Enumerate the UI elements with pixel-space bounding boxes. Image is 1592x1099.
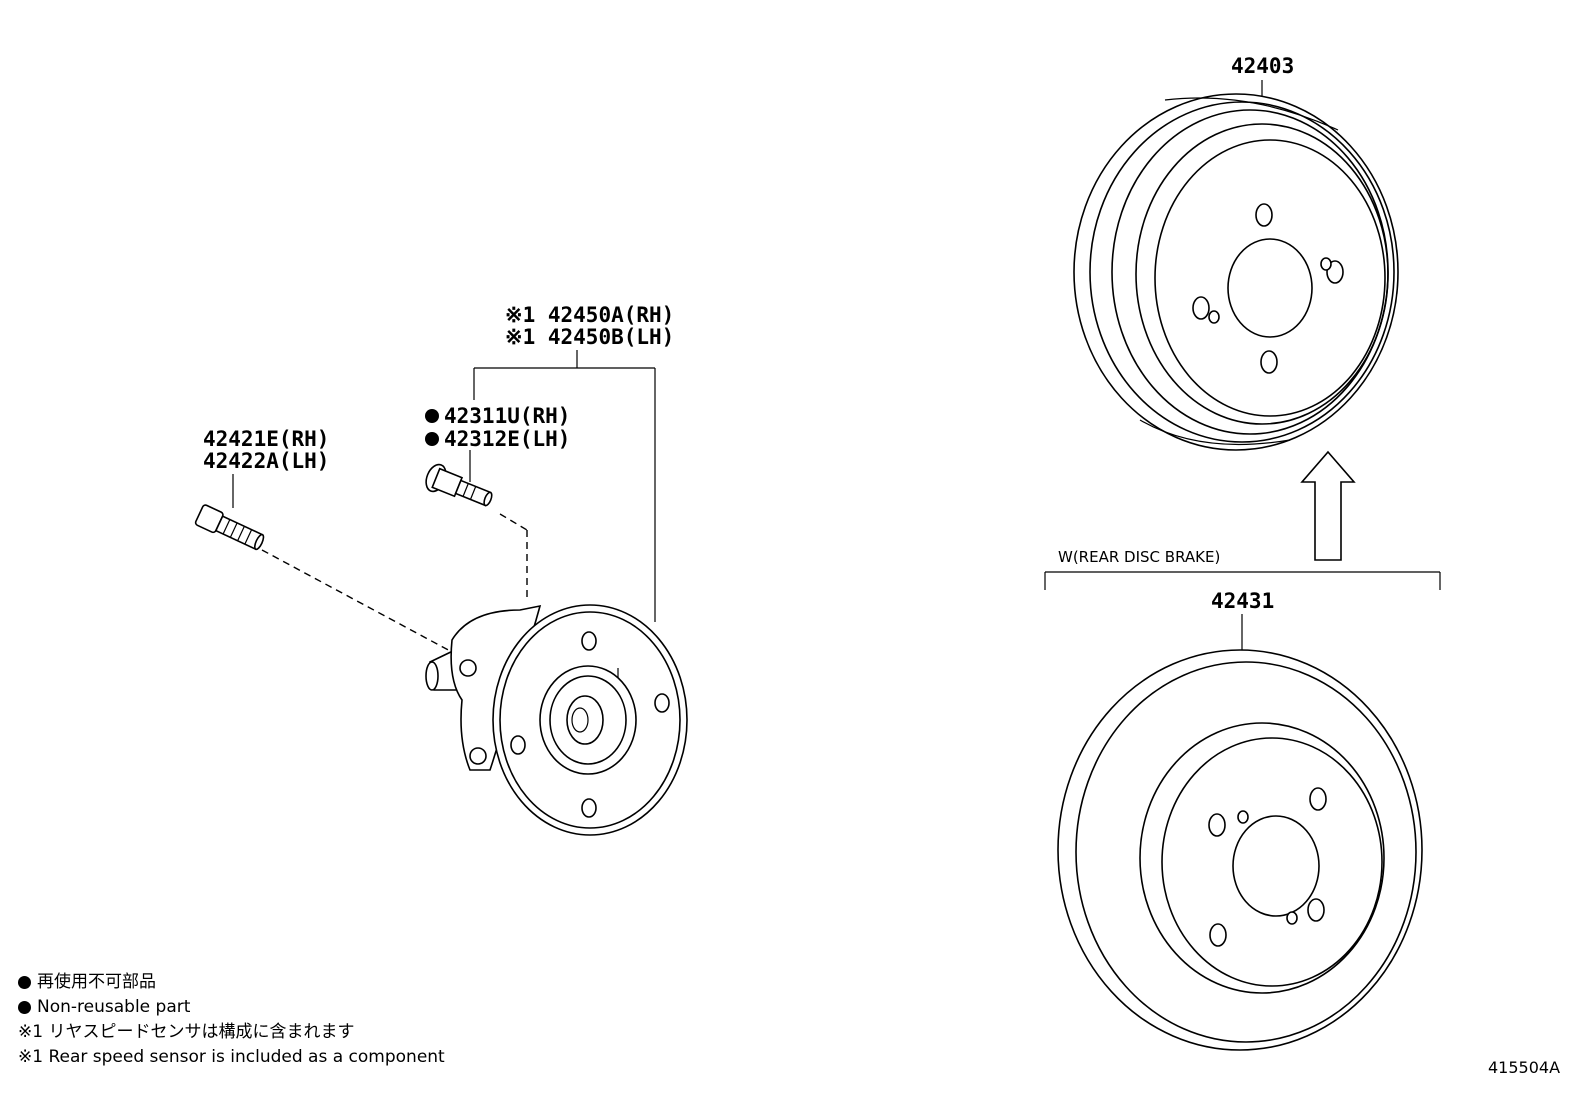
hub-bolt-rh-label: 42421E(RH) <box>203 427 329 451</box>
disc-label: 42431 <box>1211 589 1274 613</box>
legend-non-reusable-jp: 再使用不可部品 <box>37 972 156 992</box>
legend: 再使用不可部品 Non-reusable part ※1 リヤスピードセンサは構… <box>18 970 445 1070</box>
hub-bolt-illustration: 42421E(RH) 42422A(LH) <box>194 427 453 653</box>
disc-condition-label: W(REAR DISC BRAKE) <box>1058 548 1220 566</box>
stud-rh-label: 42311U(RH) <box>444 404 570 428</box>
legend-row-note1-jp: ※1 リヤスピードセンサは構成に含まれます <box>18 1020 445 1045</box>
stud-lh-label: 42312E(LH) <box>444 427 570 451</box>
drum-label: 42403 <box>1231 54 1294 78</box>
legend-non-reusable-en: Non-reusable part <box>37 997 191 1017</box>
hub-assy-lh-label: ※1 42450B(LH) <box>505 325 674 349</box>
legend-note1-jp: ※1 リヤスピードセンサは構成に含まれます <box>18 1022 355 1042</box>
legend-row-non-reusable-en: Non-reusable part <box>18 995 445 1020</box>
non-reusable-bullet-icon <box>18 1001 31 1014</box>
replacement-arrow <box>1300 450 1356 561</box>
illustration-id: 415504A <box>1488 1058 1561 1077</box>
hub-assy-rh-label: ※1 42450A(RH) <box>505 303 674 327</box>
brake-drum-illustration: 42403 <box>1073 54 1399 451</box>
hub-bolt-lh-label: 42422A(LH) <box>203 449 329 473</box>
legend-row-non-reusable-jp: 再使用不可部品 <box>18 970 445 995</box>
non-reusable-bullet-icon <box>18 976 31 989</box>
legend-row-note1-en: ※1 Rear speed sensor is included as a co… <box>18 1045 445 1070</box>
disc-rotor-illustration: W(REAR DISC BRAKE) 42431 <box>1044 548 1441 1051</box>
hub-stud-illustration: 42311U(RH) 42312E(LH) <box>425 404 570 600</box>
legend-note1-en: ※1 Rear speed sensor is included as a co… <box>18 1047 445 1067</box>
hub-bearing-illustration: ※1 42450A(RH) ※1 42450B(LH) <box>425 303 688 836</box>
